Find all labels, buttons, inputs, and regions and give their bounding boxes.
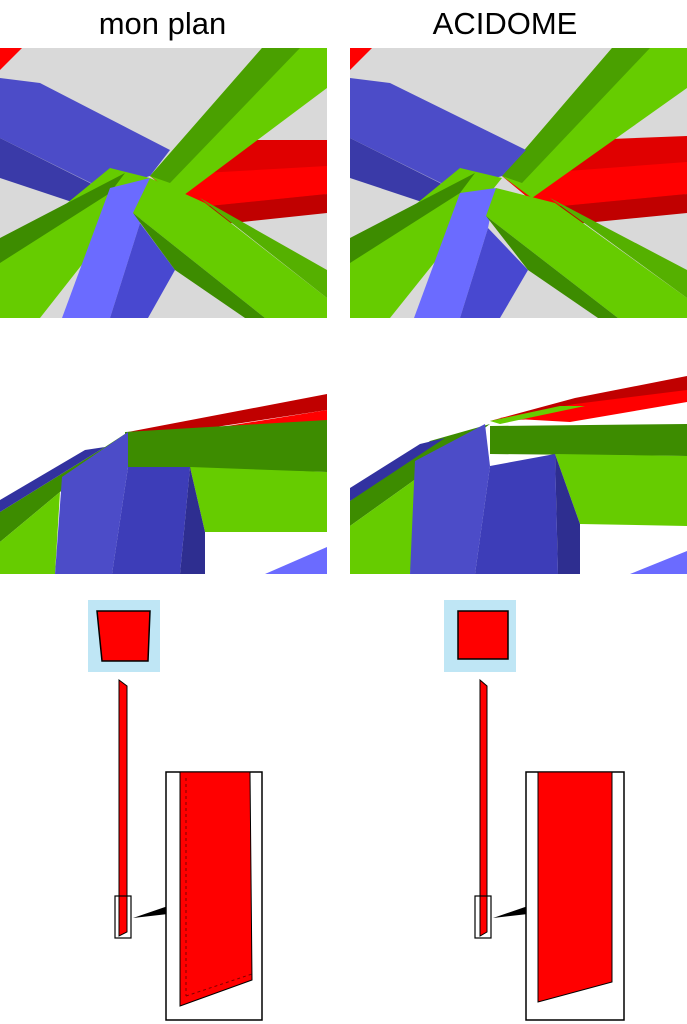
hub-top-view-mon-plan	[0, 48, 327, 318]
hub-side-view-acidome	[350, 376, 687, 574]
strut-detail	[537, 771, 613, 1003]
strut-section-acidome	[444, 600, 625, 1021]
strut-section-mon-plan	[88, 600, 263, 1021]
title-acidome: ACIDOME	[432, 6, 578, 41]
cross-section-square	[457, 610, 509, 660]
title-mon-plan: mon plan	[98, 6, 227, 41]
strut-full-length	[118, 679, 128, 937]
strut-detail	[179, 771, 253, 1007]
cross-section-trapezoid	[96, 610, 151, 662]
hub-top-view-acidome	[350, 48, 687, 318]
zoom-locator	[114, 895, 132, 939]
strut-full-length	[479, 678, 488, 937]
hub-side-view-mon-plan	[0, 394, 327, 574]
zoom-locator	[474, 895, 492, 939]
